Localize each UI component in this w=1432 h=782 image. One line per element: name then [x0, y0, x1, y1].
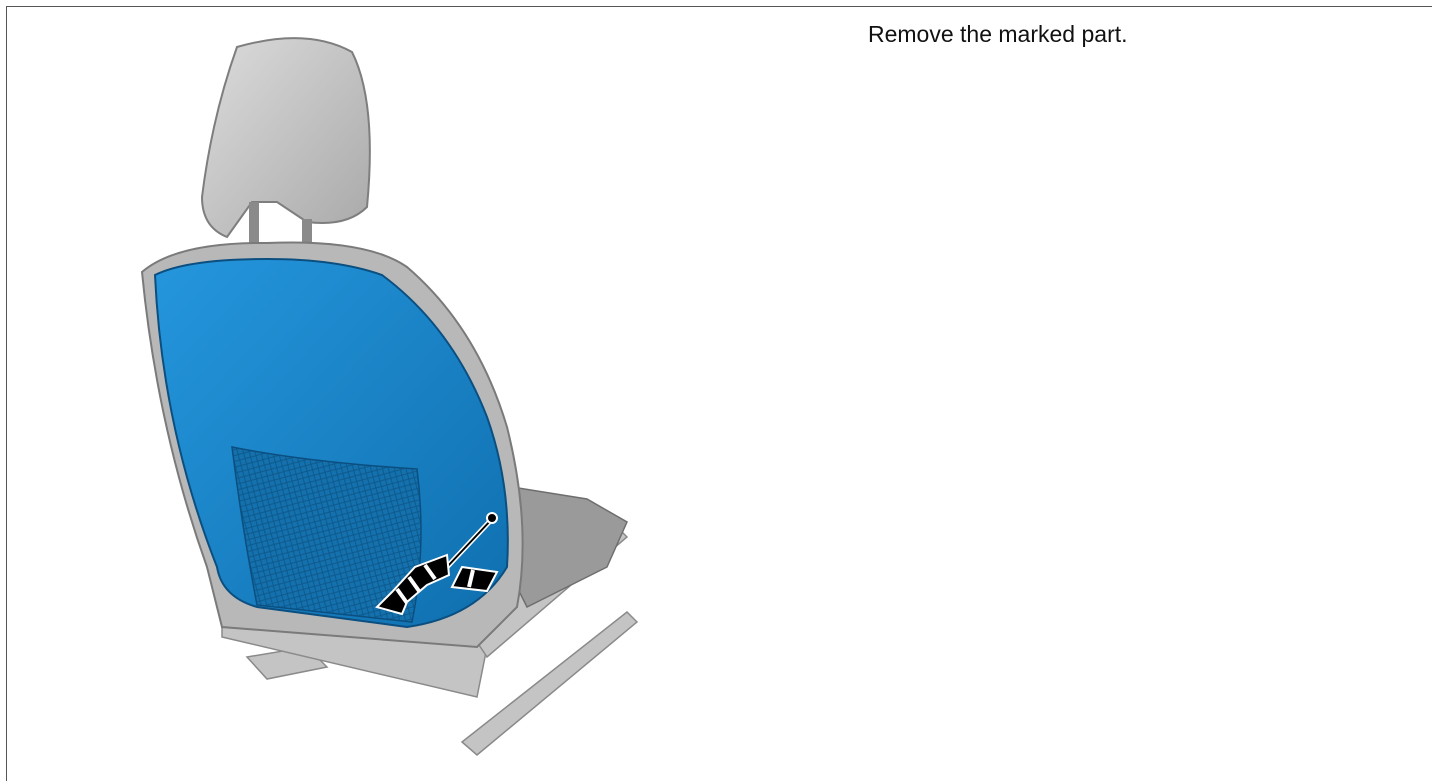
document-frame: Remove the marked part. — [6, 6, 1432, 781]
seat-illustration — [7, 7, 847, 782]
instruction-text: Remove the marked part. — [868, 21, 1128, 48]
headrest — [202, 38, 370, 247]
